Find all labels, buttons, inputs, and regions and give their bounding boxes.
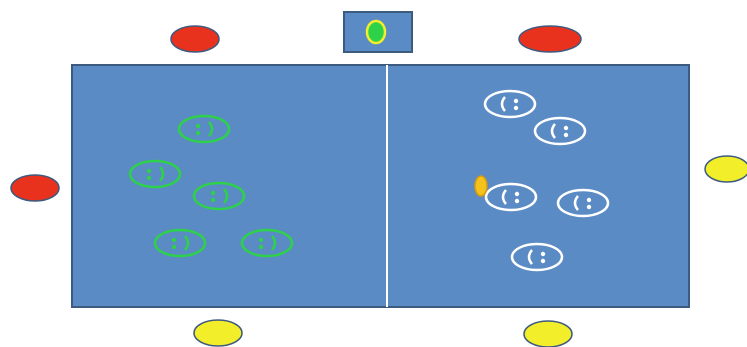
green-player [240,228,294,258]
yellow-marker-right [704,155,747,183]
green-player [128,159,182,189]
ball [474,175,488,197]
green-player [192,181,246,211]
white-player [483,89,537,119]
scorer-dot [365,19,387,45]
yellow-marker-bottom-right [523,320,573,347]
court [71,64,690,308]
white-player [484,182,538,212]
yellow-marker-bottom-left [193,319,243,347]
red-marker-top-left [170,25,220,53]
green-player [153,228,207,258]
red-marker-top-right [518,25,582,53]
white-player [533,116,587,146]
green-player [177,114,231,144]
red-marker-left [10,174,60,202]
white-player [510,242,564,272]
white-player [556,188,610,218]
